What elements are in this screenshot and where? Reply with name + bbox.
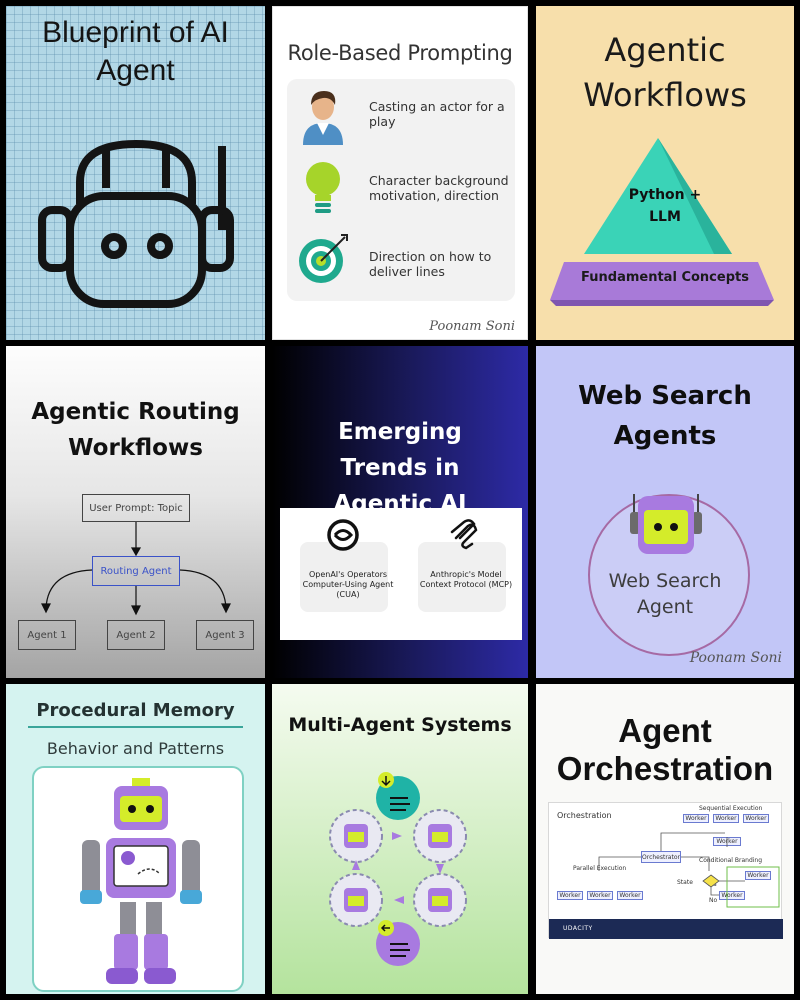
openai-logo-icon: [327, 519, 359, 551]
orchestrator-box: Orchestrator: [641, 851, 681, 863]
orchestration-title: Agent Orchestration: [556, 712, 774, 787]
trend-card-right: [418, 542, 506, 612]
role-row-3: Direction on how to deliver lines: [369, 249, 492, 279]
target-icon: [299, 234, 348, 283]
diagram-label: Orchestration: [557, 811, 612, 820]
signature: Poonam Soni: [429, 319, 515, 334]
role-row-1: Casting an actor for a play: [369, 99, 505, 129]
pyramid-diagram: [550, 138, 774, 306]
udacity-logo: UDACITY: [563, 925, 593, 932]
tile-multi-agent-systems: Multi-Agent Systems: [272, 684, 528, 994]
multiagent-title: Multi-Agent Systems: [288, 714, 512, 736]
anthropic-logo-icon: [450, 519, 478, 550]
worker-box: Worker: [743, 814, 769, 823]
routing-connectors: [41, 522, 231, 616]
blueprint-title: Blueprint of AI Agent: [42, 16, 229, 87]
orchestration-diagram: Orchestration Sequential Execution Worke…: [548, 802, 783, 939]
tile-role-based-prompting: Role-Based Prompting Casting an actor fo…: [272, 6, 528, 340]
trend-right-text: Anthropic's Model Context Protocol (MCP): [419, 570, 513, 589]
trend-card-left: [300, 542, 388, 612]
worker-box: Worker: [557, 891, 583, 900]
memory-subtitle: Behavior and Patterns: [46, 739, 225, 758]
trend-left-text: OpenAI's Operators Computer-Using Agent …: [302, 570, 394, 599]
actor-icon: [303, 91, 343, 145]
robot-icon: [80, 778, 202, 984]
lightbulb-icon: [306, 162, 340, 213]
routing-title: Agentic Routing Workflows: [31, 399, 240, 461]
agent-box: Agent 2: [107, 620, 165, 650]
tile-emerging-trends: Emerging Trends in Agentic AI OpenAI's O…: [272, 346, 528, 678]
memory-title: Procedural Memory: [36, 700, 235, 721]
user-prompt-box: User Prompt: Topic: [82, 494, 190, 522]
multi-agent-diagram: [329, 772, 467, 966]
robot-head-icon: [38, 140, 234, 308]
trends-panel: [280, 508, 522, 640]
agent-box: Agent 1: [18, 620, 76, 650]
routing-agent-box: Routing Agent: [92, 556, 180, 586]
no-label: No: [709, 897, 718, 904]
robot-icon: [630, 494, 702, 554]
parallel-label: Parallel Execution: [573, 865, 627, 872]
divider: [28, 726, 243, 728]
sequential-label: Sequential Execution: [699, 805, 763, 812]
orchestration-connectors: [549, 832, 783, 939]
agent-box: Agent 3: [196, 620, 254, 650]
tile-routing-workflows: Agentic Routing Workflows User Prompt: T…: [6, 346, 265, 678]
websearch-circle-text: Web Search Agent: [608, 570, 722, 618]
worker-box: Worker: [683, 814, 709, 823]
pyramid-top-label: Python + LLM: [628, 187, 702, 225]
worker-box: Worker: [745, 871, 771, 880]
worker-box: Worker: [617, 891, 643, 900]
signature: Poonam Soni: [689, 650, 782, 666]
worker-box: Worker: [587, 891, 613, 900]
role-title: Role-Based Prompting: [287, 41, 513, 65]
trends-title: Emerging Trends in Agentic AI: [333, 419, 467, 517]
worker-box: Worker: [719, 891, 745, 900]
workflows-title: Agentic Workflows: [583, 31, 747, 114]
tile-blueprint: Blueprint of AI Agent: [6, 6, 265, 340]
websearch-title: Web Search Agents: [578, 381, 752, 451]
state-label: State: [677, 879, 693, 886]
tile-web-search-agents: Web Search Agents Web Search Agent Poona…: [536, 346, 794, 678]
role-card: Casting an actor for a play Character ba…: [287, 79, 515, 301]
tile-agentic-workflows: Agentic Workflows Python + LLM Fundament…: [536, 6, 794, 340]
worker-box: Worker: [713, 814, 739, 823]
conditional-label: Conditional Branding: [699, 857, 763, 864]
tile-procedural-memory: Procedural Memory Behavior and Patterns: [6, 684, 265, 994]
role-row-2: Character background motivation, directi…: [369, 173, 509, 203]
tile-agent-orchestration: Agent Orchestration Orchestration Sequen…: [536, 684, 794, 994]
pyramid-base-label: Fundamental Concepts: [581, 270, 749, 285]
